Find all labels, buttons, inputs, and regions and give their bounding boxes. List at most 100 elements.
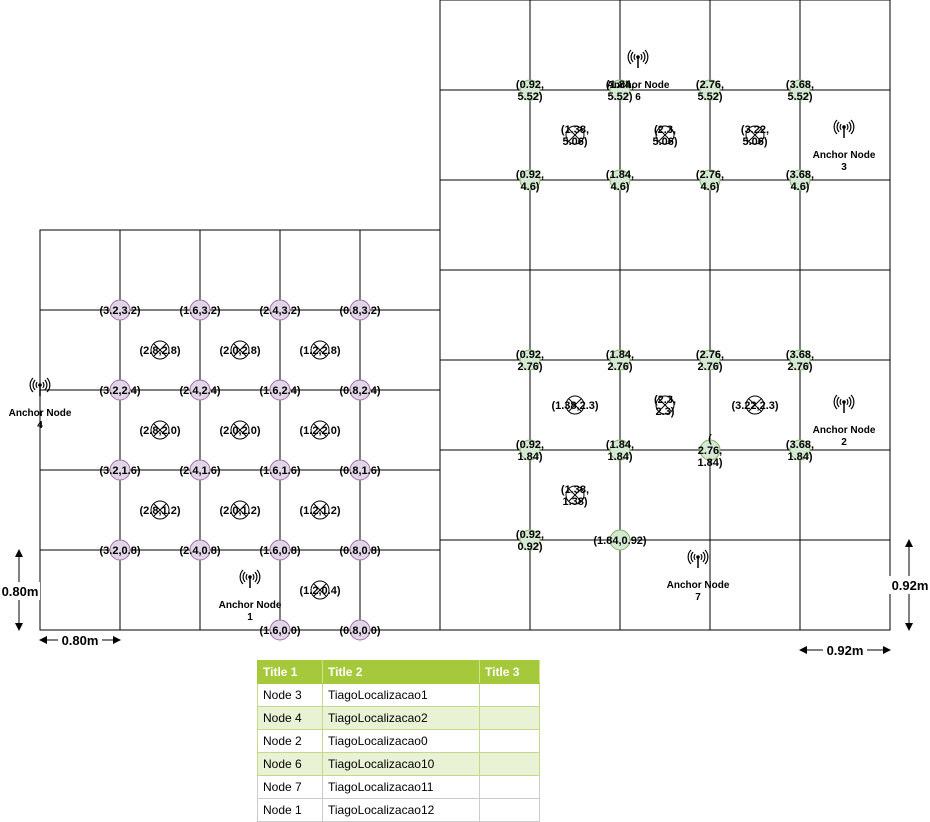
cross-marker-line: [568, 128, 582, 142]
grid-point-label: (1.6,0.8): [260, 545, 301, 557]
grid-point-label: (1.6,1.6): [260, 465, 301, 477]
grid-point-marker: [189, 539, 211, 561]
right-vertical-dimension-label: 0.92m: [892, 578, 929, 593]
grid-point-label: (0.92,0.92): [516, 529, 544, 553]
cross-marker-line: [313, 423, 327, 437]
grid-point-label: (0.8,1.6): [340, 465, 381, 477]
grid-point-label: (2.76,2.76): [696, 349, 724, 373]
grid-point-marker: [519, 439, 541, 461]
grid-point-marker: [519, 79, 541, 101]
grid-point-label: (1.84,4.6): [606, 169, 634, 193]
table-cell: TiagoLocalizacao12: [322, 798, 480, 822]
left-vertical-dimension-label: 0.80m: [2, 584, 39, 599]
grid-point-marker: [349, 619, 371, 641]
grid-point-marker: [609, 79, 631, 101]
grid-point-label: (0.92,4.6): [516, 169, 544, 193]
grid-point-marker: [789, 349, 811, 371]
cross-point-label: (1.38,1.38): [561, 484, 589, 508]
grid-point-label: (2.76,5.52): [696, 79, 724, 103]
cross-marker-line: [233, 503, 247, 517]
cross-point-label: (2.8,2.0): [140, 425, 181, 437]
grid-point-marker: [609, 529, 631, 551]
grid-point-marker: [349, 299, 371, 321]
grid-point-label: (2.4,2.4): [180, 385, 221, 397]
table-cell: Node 6: [257, 752, 323, 776]
antenna-icon: [687, 549, 709, 568]
cross-point-label: (3.22,2.3): [731, 400, 778, 412]
grid-point-marker: [189, 459, 211, 481]
cross-point-label: (3.22,5.06): [741, 124, 769, 148]
cross-point-label: (1.2,2.0): [300, 425, 341, 437]
table-row: Node 4 TiagoLocalizacao2: [257, 706, 540, 730]
grid-point-label: (1.6,3.2): [180, 305, 221, 317]
grid-point-label: (0.92,5.52): [516, 79, 544, 103]
cross-point-label: (1.38,2.3): [551, 400, 598, 412]
grid-point-label: (2.4,0.8): [180, 545, 221, 557]
table-header-cell: Title 3: [479, 660, 540, 684]
cross-marker-line: [313, 503, 327, 517]
grid-point-label: (2.4,3.2): [260, 305, 301, 317]
grid-point-marker: [349, 379, 371, 401]
grid-point-marker: [189, 299, 211, 321]
grid-point-marker: [349, 459, 371, 481]
grid-point-marker: [699, 439, 721, 461]
table-cell: TiagoLocalizacao2: [322, 706, 480, 730]
grid-point-label: (1.6,2.4): [260, 385, 301, 397]
grid-point-marker: [109, 459, 131, 481]
grid-point-label: (2.4,1.6): [180, 465, 221, 477]
cross-marker-line: [313, 343, 327, 357]
grid-point-label: (1.84,1.84): [606, 439, 634, 463]
cross-point-label: (2.0,2.0): [220, 425, 261, 437]
grid-point-label: (0.92,2.76): [516, 349, 544, 373]
grid-point-label: (1.84,2.76): [606, 349, 634, 373]
table-row: Node 6 TiagoLocalizacao10: [257, 752, 540, 776]
table-cell: TiagoLocalizacao11: [322, 775, 480, 799]
cross-point-label: (2.8,2.8): [140, 345, 181, 357]
cross-marker-line: [153, 423, 167, 437]
grid-point-marker: [349, 539, 371, 561]
grid-point-marker: [699, 169, 721, 191]
cross-marker-line: [748, 128, 762, 142]
table-cell: Node 3: [257, 683, 323, 707]
grid-point-label: (3.2,1.6): [100, 465, 141, 477]
table-cell: Node 4: [257, 706, 323, 730]
grid-point-label: (1.6,0.0): [260, 625, 301, 637]
grid-point-label: (0.8,0.8): [340, 545, 381, 557]
cross-marker-line: [313, 583, 327, 597]
left-grid-points: (2.8,2.8)(2.0,2.8)(1.2,2.8)(2.8,2.0)(2.0…: [100, 299, 381, 641]
table-cell: TiagoLocalizacao1: [322, 683, 480, 707]
table-cell: Node 7: [257, 775, 323, 799]
grid-point-marker: [519, 349, 541, 371]
table-cell: [479, 798, 540, 822]
right-grid-points: (1.38,5.06)(2.3,5.06)(3.22,5.06)(1.38,2.…: [516, 79, 814, 553]
grid-lines: [39, 0, 891, 631]
right-room-outline: [439, 0, 891, 631]
cross-point-label: (2.0,2.8): [220, 345, 261, 357]
cross-marker-line: [658, 398, 672, 412]
grid-point-label: (2.76,4.6): [696, 169, 724, 193]
cross-point-label: (1.2,0.4): [300, 585, 341, 597]
left-horizontal-dimension-label: 0.80m: [62, 633, 99, 648]
cross-marker-line: [658, 128, 672, 142]
grid-point-label: (3.68,1.84): [786, 439, 814, 463]
grid-point-marker: [189, 379, 211, 401]
grid-point-marker: [789, 439, 811, 461]
cross-point-label: (2.3,5.06): [652, 124, 677, 148]
grid-point-marker: [519, 169, 541, 191]
antenna-icon: [833, 394, 855, 413]
node-location-table: Title 1 Title 2 Title 3 Node 3 TiagoLoca…: [257, 660, 540, 822]
cross-marker-line: [748, 398, 762, 412]
grid-point-label: (2.76,1.84): [697, 433, 722, 469]
cross-marker-line: [233, 343, 247, 357]
